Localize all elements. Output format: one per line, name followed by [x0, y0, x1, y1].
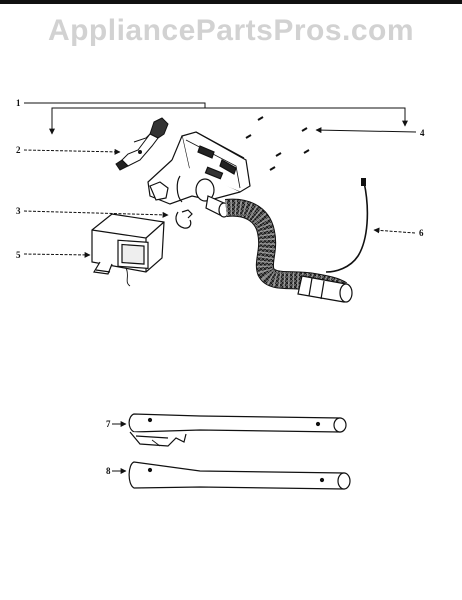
callout-1-label: 1 [16, 98, 21, 108]
callout-1: 1 [16, 98, 408, 135]
callout-8: 8 [106, 466, 127, 476]
handle-housing [147, 131, 251, 218]
cord-part [325, 178, 369, 273]
callout-4: 4 [315, 127, 425, 138]
callout-3-label: 3 [16, 206, 21, 216]
top-rule [0, 0, 462, 4]
callout-2: 2 [16, 145, 121, 155]
callout-6-label: 6 [419, 228, 424, 238]
clip-part [175, 209, 193, 229]
site-watermark: AppliancePartsPros.com [47, 14, 415, 47]
callout-7: 7 [106, 419, 127, 429]
wand-upper [128, 413, 347, 447]
callout-5: 5 [16, 250, 91, 260]
callout-7-label: 7 [106, 419, 111, 429]
wand-lower [128, 461, 351, 490]
hose-cuff [297, 275, 353, 303]
callout-4-label: 4 [420, 128, 425, 138]
callout-3: 3 [16, 206, 169, 218]
screws [245, 116, 310, 171]
callout-8-label: 8 [106, 466, 111, 476]
callout-2-label: 2 [16, 145, 21, 155]
flex-hose [225, 198, 347, 298]
callout-5-label: 5 [16, 250, 21, 260]
latch-part [115, 117, 169, 171]
filter-cover [91, 213, 165, 287]
callout-6: 6 [373, 227, 424, 238]
